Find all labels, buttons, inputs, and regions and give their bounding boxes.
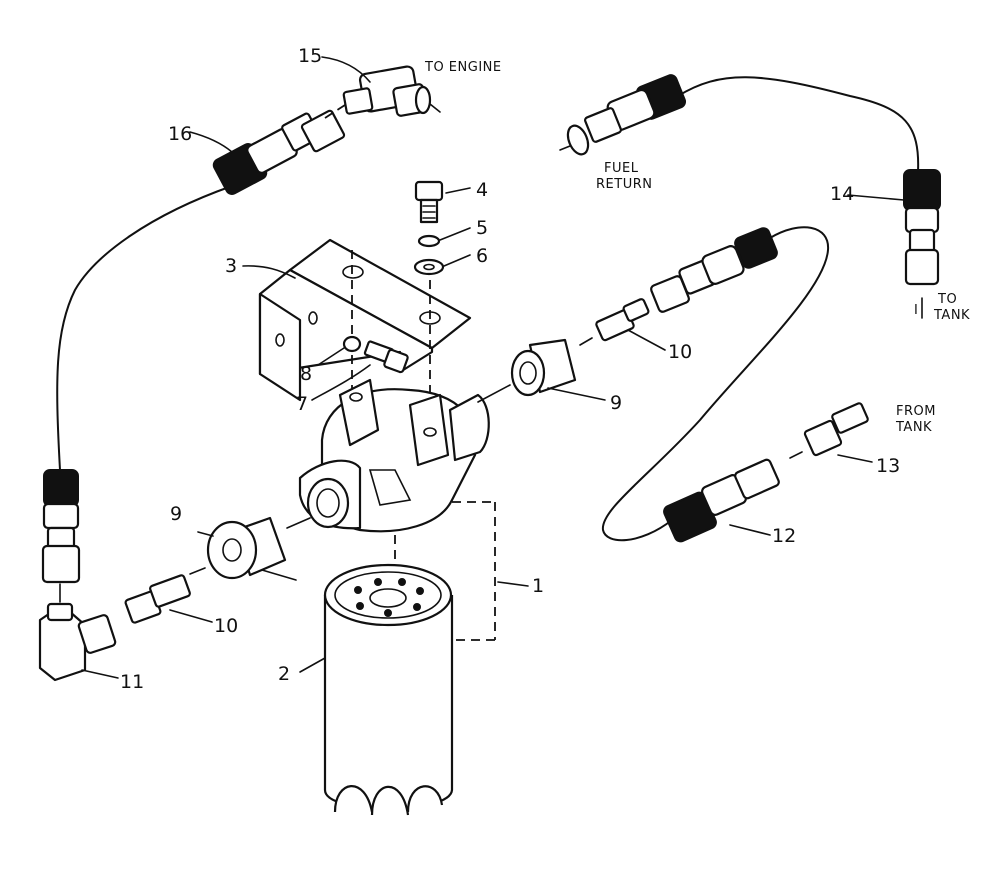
callout-13: 13 bbox=[876, 455, 900, 477]
callout-6: 6 bbox=[476, 245, 488, 267]
callout-16: 16 bbox=[168, 123, 192, 145]
washer-6 bbox=[413, 258, 445, 276]
nut-8 bbox=[342, 335, 362, 353]
bolt-7 bbox=[363, 340, 409, 374]
filter-cartridge-2 bbox=[323, 563, 454, 816]
hose-14-assembly bbox=[903, 169, 941, 319]
hose-14-sleeve bbox=[903, 169, 941, 211]
note-to-engine: TO ENGINE bbox=[424, 60, 502, 75]
callout-9-left: 9 bbox=[170, 503, 182, 525]
note-to-tank-to: TO bbox=[937, 292, 957, 307]
callout-12: 12 bbox=[772, 525, 796, 547]
callout-14: 14 bbox=[830, 183, 854, 205]
note-from-tank-tank: TANK bbox=[895, 420, 932, 435]
hose-left-lower-assembly bbox=[41, 469, 81, 603]
callout-10-right: 10 bbox=[668, 341, 692, 363]
bracket-3 bbox=[258, 238, 472, 420]
callout-4: 4 bbox=[476, 179, 488, 201]
callout-10-left: 10 bbox=[214, 615, 238, 637]
callout-3: 3 bbox=[225, 255, 237, 277]
hose-12-assembly bbox=[663, 458, 780, 543]
bolt-4 bbox=[414, 180, 444, 224]
elbow-15 bbox=[324, 65, 441, 119]
callout-7: 7 bbox=[296, 393, 308, 415]
callout-2: 2 bbox=[278, 663, 290, 685]
note-to-tank-mark: I bbox=[914, 303, 918, 318]
note-fuel: FUEL bbox=[604, 161, 639, 176]
hose-loop-line bbox=[601, 226, 830, 542]
hose-16-assembly bbox=[212, 109, 346, 195]
elbow-11 bbox=[38, 602, 117, 682]
fitting-10-left bbox=[124, 567, 206, 624]
callout-9-right: 9 bbox=[610, 392, 622, 414]
fitting-13 bbox=[789, 402, 869, 459]
note-to-tank-tank: TANK bbox=[933, 308, 970, 323]
adapter-9-left bbox=[206, 516, 311, 580]
washer-5 bbox=[417, 234, 441, 248]
adapter-9-right bbox=[477, 338, 577, 403]
note-from-tank-from: FROM bbox=[896, 404, 936, 419]
hose-loop-upper-assembly bbox=[650, 227, 778, 313]
callout-1: 1 bbox=[532, 575, 544, 597]
callout-15: 15 bbox=[298, 45, 322, 67]
callout-5: 5 bbox=[476, 217, 488, 239]
fuel-return-hose-assembly bbox=[559, 74, 687, 156]
leader-lines bbox=[81, 56, 905, 679]
hose-engine-line bbox=[56, 185, 233, 471]
hose-return-line bbox=[677, 76, 920, 173]
callout-11: 11 bbox=[120, 671, 144, 693]
note-return: RETURN bbox=[596, 177, 652, 192]
callout-8: 8 bbox=[300, 363, 312, 385]
filter-head-1 bbox=[298, 378, 496, 641]
fitting-10-right bbox=[579, 298, 650, 346]
